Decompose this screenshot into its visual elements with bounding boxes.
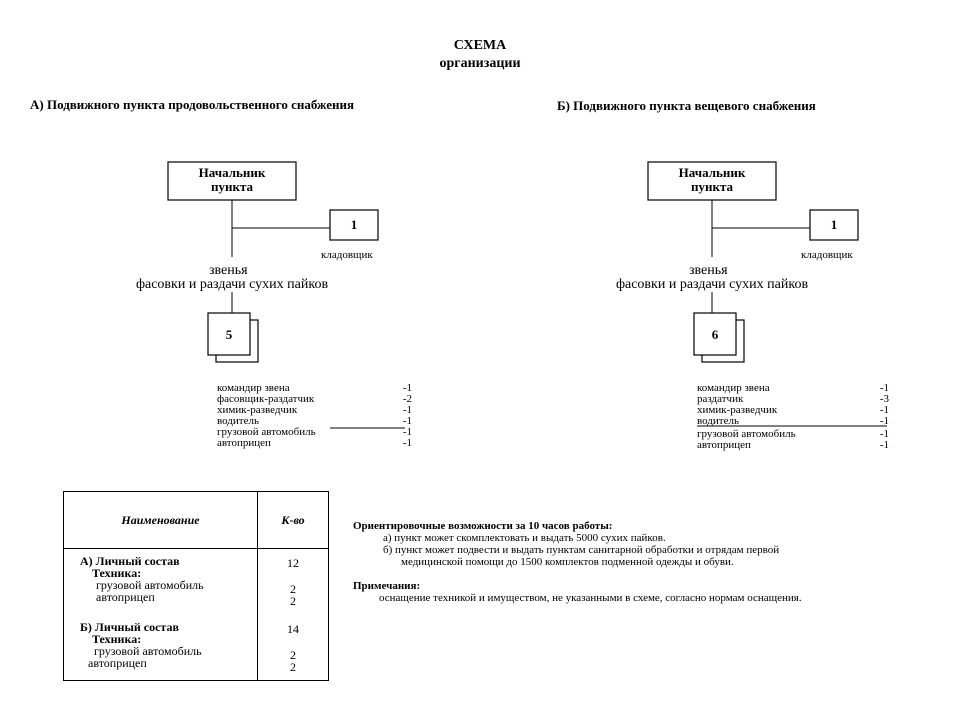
a-aux-label: кладовщик (321, 249, 373, 261)
remark-text: оснащение техникой и имуществом, не указ… (379, 592, 802, 604)
a-units-count: 5 (225, 327, 233, 342)
notes-block: Ориентировочные возможности за 10 часов … (353, 520, 802, 604)
list-item: командир звена-1 (697, 382, 889, 394)
b-units-count: 6 (711, 327, 719, 342)
capability-b1: б) пункт может подвести и выдать пунктам… (383, 544, 780, 556)
col-qty-header: К-во (257, 491, 329, 549)
list-item: грузовой автомобиль-1 (217, 426, 412, 438)
b-chief-label: Начальник пункта (678, 165, 746, 194)
a-aux-box (329, 209, 379, 241)
a-units-box-front (207, 312, 251, 356)
list-item: автоприцеп-1 (217, 437, 412, 449)
list-item: химик-разведчик-1 (697, 404, 889, 416)
table-row: А) Личный состав Техника: грузовой автом… (63, 548, 329, 681)
b-units-label: звенья фасовки и раздачи сухих пайков (615, 263, 809, 292)
summary-table: Наименование К-во А) Личный состав Техни… (63, 491, 329, 681)
list-item: фасовщик-раздатчик-2 (217, 393, 412, 405)
page-title: СХЕМА (453, 38, 507, 53)
b-aux-count: 1 (830, 217, 838, 232)
a-chief-label: Начальник пункта (198, 165, 266, 194)
section-b-title: Б) Подвижного пункта вещевого снабжения (557, 98, 816, 113)
capability-title: Ориентировочные возможности за 10 часов … (353, 520, 613, 532)
capability-a: а) пункт может скомплектовать и выдать 5… (383, 532, 666, 544)
list-item: водитель-1 (697, 415, 889, 427)
list-item: командир звена-1 (217, 382, 412, 394)
table-header-row: Наименование К-во (63, 491, 329, 549)
page-subtitle: организации (439, 56, 521, 71)
b-roles-list: командир звена-1 раздатчик-3 химик-разве… (697, 383, 889, 451)
list-item: раздатчик-3 (697, 393, 889, 405)
b-chief-box (647, 161, 777, 201)
names-cell: А) Личный состав Техника: грузовой автом… (63, 548, 258, 681)
a-chief-box (167, 161, 297, 201)
list-item: автоприцеп-1 (697, 439, 889, 451)
section-a-title: А) Подвижного пункта продовольственного … (30, 97, 355, 112)
remark-title: Примечания: (353, 580, 421, 592)
b-aux-label: кладовщик (801, 249, 853, 261)
list-item: водитель-1 (217, 415, 412, 427)
a-units-label: звенья фасовки и раздачи сухих пайков (135, 263, 329, 292)
a-aux-count: 1 (350, 217, 358, 232)
b-aux-box (809, 209, 859, 241)
capability-b2: медицинской помощи до 1500 комплектов по… (401, 556, 734, 568)
col-name-header: Наименование (63, 491, 258, 549)
qty-cell: 12 2 2 14 2 2 (257, 548, 329, 681)
a-roles-list: командир звена-1 фасовщик-раздатчик-2 хи… (217, 383, 412, 449)
b-units-box-front (693, 312, 737, 356)
list-item: грузовой автомобиль-1 (697, 428, 889, 440)
list-item: химик-разведчик-1 (217, 404, 412, 416)
